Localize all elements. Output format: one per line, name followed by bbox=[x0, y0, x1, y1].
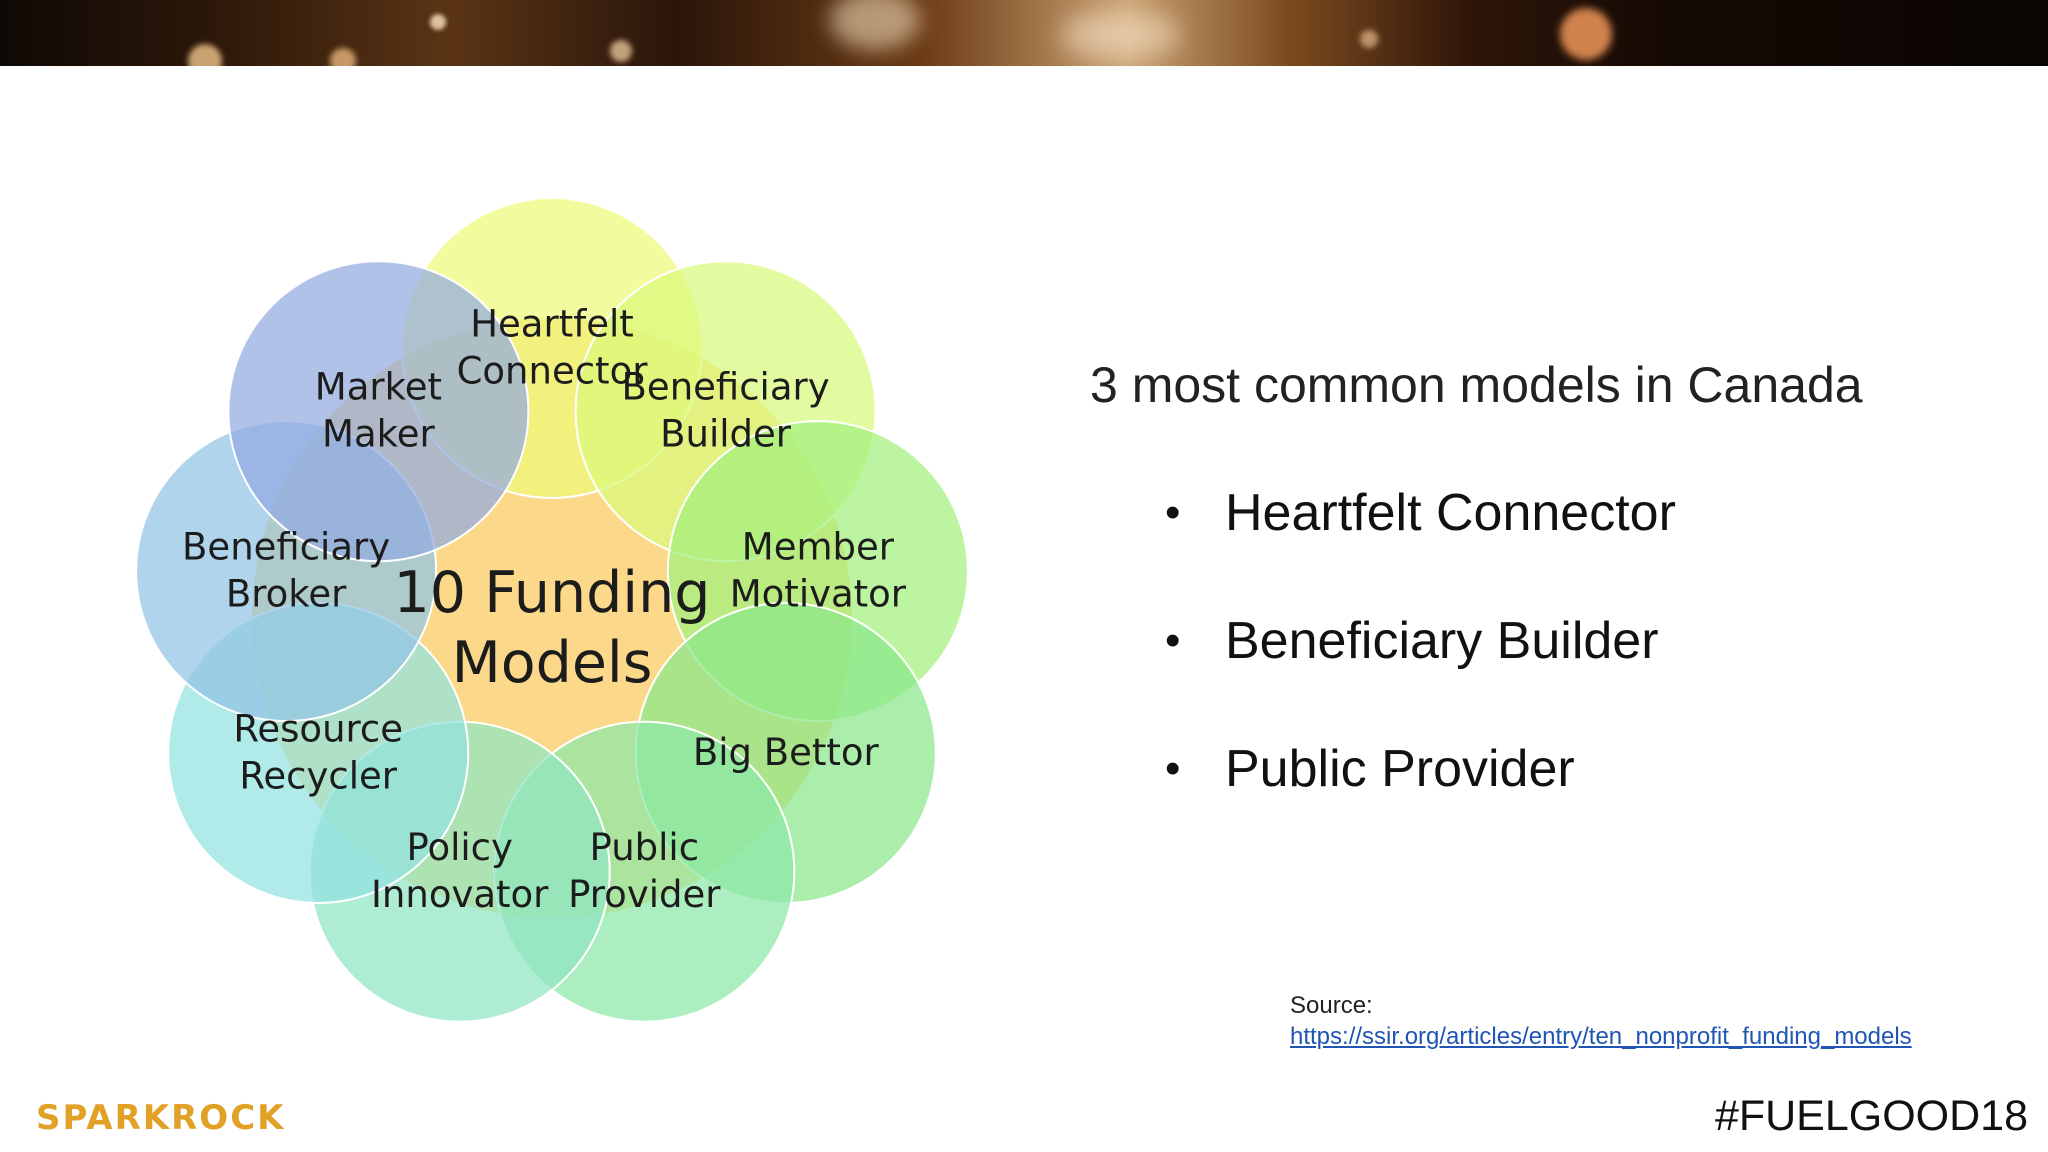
list-item-label: Heartfelt Connector bbox=[1225, 484, 1676, 542]
bokeh-light bbox=[830, 0, 920, 50]
bokeh-light bbox=[1560, 8, 1612, 60]
bullet-icon: • bbox=[1165, 488, 1181, 537]
bokeh-light bbox=[610, 40, 632, 62]
center-title-line: 10 Funding bbox=[394, 560, 711, 626]
bokeh-light bbox=[430, 14, 446, 30]
common-models-heading: 3 most common models in Canada bbox=[1090, 357, 1863, 413]
source-citation: Source: https://ssir.org/articles/entry/… bbox=[1290, 990, 1912, 1052]
bokeh-light bbox=[1360, 30, 1378, 48]
event-hashtag: #FUELGOOD18 bbox=[1714, 1092, 2028, 1140]
funding-model-circle bbox=[227, 260, 530, 563]
bokeh-light bbox=[330, 48, 356, 66]
funding-model-label: Big Bettor bbox=[693, 731, 880, 774]
list-item-label: Public Provider bbox=[1225, 740, 1575, 798]
common-models-list: • Heartfelt Connector • Beneficiary Builde… bbox=[1165, 478, 1676, 862]
list-item: • Public Provider bbox=[1165, 734, 1676, 862]
header-banner bbox=[0, 0, 2048, 66]
bokeh-light bbox=[1060, 10, 1180, 60]
bullet-icon: • bbox=[1165, 744, 1181, 793]
list-item: • Heartfelt Connector bbox=[1165, 478, 1676, 606]
source-label: Source: bbox=[1290, 992, 1373, 1019]
bokeh-light bbox=[188, 44, 222, 66]
bullet-icon: • bbox=[1165, 616, 1181, 665]
center-title-line: Models bbox=[452, 630, 653, 696]
list-item-label: Beneficiary Builder bbox=[1225, 612, 1659, 670]
list-item: • Beneficiary Builder bbox=[1165, 606, 1676, 734]
sparkrock-logo: SPARKROCK bbox=[36, 1098, 286, 1138]
source-link[interactable]: https://ssir.org/articles/entry/ten_nonp… bbox=[1290, 1023, 1912, 1050]
